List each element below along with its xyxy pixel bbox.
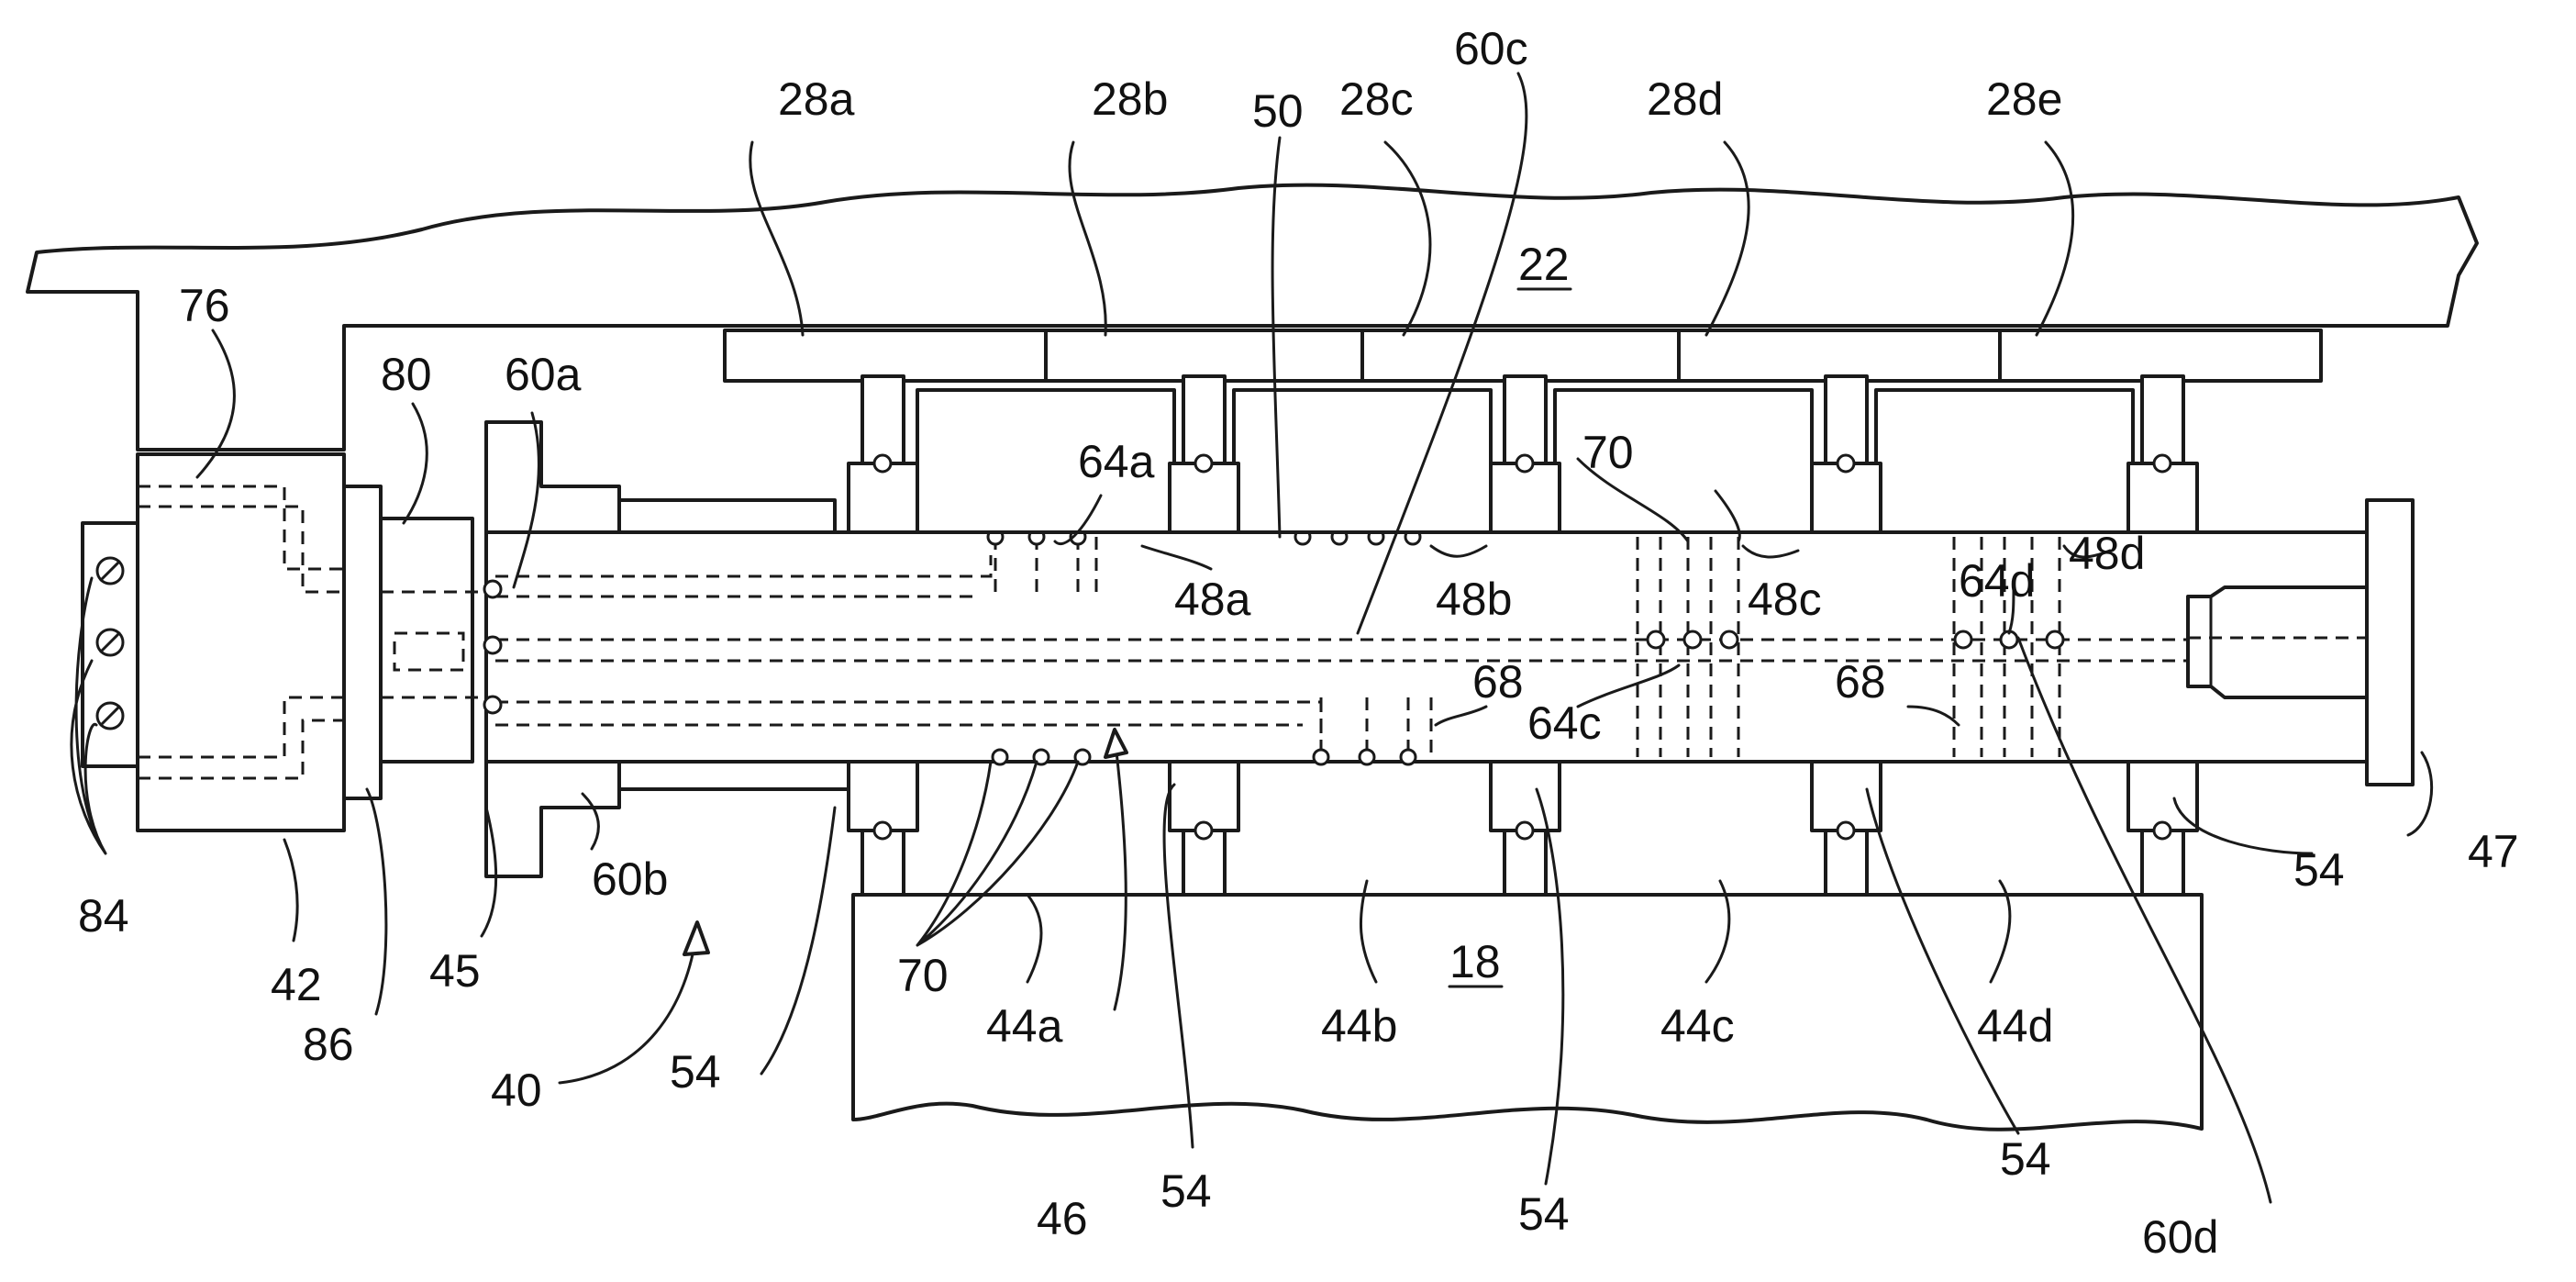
label-54-d: 54 (2000, 1133, 2051, 1185)
label-48b: 48b (1436, 574, 1512, 625)
bore-bottom-ledge (617, 760, 855, 791)
label-64c: 64c (1527, 697, 1602, 749)
label-18: 18 (1449, 936, 1501, 987)
label-86: 86 (303, 1019, 354, 1070)
label-54-b: 54 (1160, 1165, 1212, 1217)
lower-clamps (847, 760, 2199, 897)
upper-module-1 (916, 388, 1176, 534)
label-28c: 28c (1339, 73, 1414, 125)
label-40: 40 (491, 1065, 542, 1116)
label-47: 47 (2468, 826, 2519, 877)
solenoid-76 (136, 452, 346, 832)
upper-clamps (847, 374, 2199, 534)
label-60c: 60c (1454, 23, 1528, 74)
label-54-c: 54 (1518, 1188, 1570, 1240)
label-48d: 48d (2069, 528, 2145, 579)
label-54-a: 54 (670, 1046, 721, 1098)
label-28e: 28e (1986, 73, 2062, 125)
label-60b: 60b (592, 853, 668, 905)
label-22: 22 (1518, 239, 1570, 290)
label-64a: 64a (1078, 436, 1155, 487)
label-80: 80 (381, 349, 432, 400)
label-50: 50 (1252, 85, 1304, 137)
arrow-40 (558, 925, 699, 1085)
label-60d: 60d (2142, 1211, 2218, 1263)
label-76: 76 (179, 280, 230, 331)
label-28a: 28a (778, 73, 855, 125)
label-28b: 28b (1092, 73, 1168, 125)
label-48c: 48c (1748, 574, 1822, 625)
label-28d: 28d (1647, 73, 1723, 125)
port-rail (723, 329, 2323, 383)
port-group-64d (1952, 537, 2065, 757)
leader-lines (70, 72, 2434, 1204)
label-45: 45 (429, 945, 481, 997)
label-44d: 44d (1977, 1000, 2053, 1052)
label-68-mid: 68 (1472, 656, 1524, 708)
label-68-right: 68 (1835, 656, 1886, 708)
label-84: 84 (78, 890, 129, 942)
plate-86 (342, 485, 383, 800)
plug (2186, 585, 2369, 699)
label-60a: 60a (505, 349, 582, 400)
bore-top-ledge (617, 498, 837, 534)
port-60a-dot (483, 579, 503, 599)
label-44b: 44b (1321, 1000, 1397, 1052)
upper-module-2 (1232, 388, 1493, 534)
port-group-64c (1636, 537, 1740, 757)
label-70-top: 70 (1582, 427, 1634, 478)
end-cap-47 (2365, 498, 2415, 786)
label-44c: 44c (1660, 1000, 1735, 1052)
label-54-e: 54 (2293, 844, 2345, 896)
upper-housing-22 (26, 183, 2479, 451)
upper-module-3 (1553, 388, 1814, 534)
module-80 (379, 517, 474, 764)
label-42: 42 (271, 959, 322, 1010)
label-64d: 64d (1959, 555, 2035, 607)
port-60b-dot (483, 695, 503, 715)
lower-block-18 (851, 893, 2204, 1132)
port-60c-dot (483, 635, 503, 655)
label-44a: 44a (986, 1000, 1063, 1052)
label-70-bot: 70 (897, 950, 949, 1001)
label-46: 46 (1037, 1193, 1088, 1244)
port-group-68-mid (1312, 697, 1433, 766)
upper-module-4 (1874, 388, 2135, 534)
label-48a: 48a (1174, 574, 1251, 625)
